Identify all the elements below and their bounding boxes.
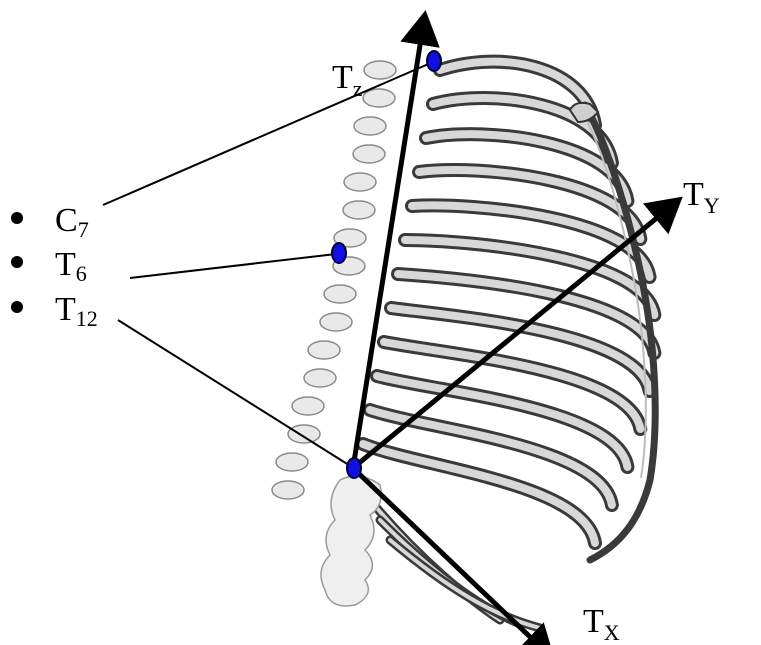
bullet — [11, 212, 23, 224]
axis-label-y: TY — [683, 176, 720, 218]
landmark-item-t12: T12 — [11, 291, 98, 331]
vertebra — [363, 60, 397, 80]
vertebra — [343, 172, 377, 192]
rib — [366, 406, 616, 509]
manubrium — [568, 101, 600, 124]
landmark-label-c7: C7 — [55, 202, 89, 242]
landmark-label-t12: T12 — [55, 291, 98, 331]
axis-labels: Tz TY TX — [332, 59, 720, 645]
bullet — [11, 256, 23, 268]
rib — [380, 338, 645, 433]
floating-rib — [385, 535, 545, 633]
sternum-edge-highlight — [579, 107, 647, 479]
vertebra — [275, 452, 309, 472]
leader-line-t6 — [129, 253, 337, 279]
axis-label-z: Tz — [332, 59, 363, 101]
landmark-list: C7 T6 T12 — [11, 202, 98, 331]
vertebra — [291, 396, 325, 416]
vertebra — [307, 340, 341, 360]
vertebra — [342, 200, 376, 220]
vertebra — [352, 144, 386, 164]
rib — [387, 304, 654, 395]
marker-t12 — [346, 457, 362, 479]
vertebra — [353, 116, 387, 136]
vertebra — [362, 88, 396, 108]
landmark-item-c7: C7 — [11, 202, 89, 242]
rib — [359, 440, 599, 547]
vertebra — [303, 368, 337, 388]
vertebra — [287, 424, 321, 444]
leader-line-c7 — [102, 61, 434, 206]
axis-z-arrow — [350, 10, 440, 471]
vertebra — [271, 480, 305, 500]
vertebra — [323, 284, 357, 304]
marker-t6 — [331, 242, 347, 264]
vertebra — [333, 228, 367, 248]
axis-y-arrow — [350, 196, 683, 471]
marker-c7 — [426, 50, 442, 72]
axis-x-arrow — [350, 465, 556, 645]
axes — [350, 10, 683, 645]
rib-cage-illustration — [271, 54, 662, 633]
landmark-label-t6: T6 — [55, 246, 87, 286]
leader-line-t12 — [117, 319, 353, 468]
landmark-item-t6: T6 — [11, 246, 87, 286]
bullet — [11, 301, 23, 313]
spine — [271, 60, 397, 500]
axis-label-x: TX — [583, 603, 620, 645]
rib — [373, 372, 632, 471]
vertebra — [319, 312, 353, 332]
lower-vertebrae — [320, 475, 382, 607]
leader-lines — [102, 61, 434, 468]
sternum-edge — [581, 101, 659, 564]
markers — [331, 50, 442, 479]
